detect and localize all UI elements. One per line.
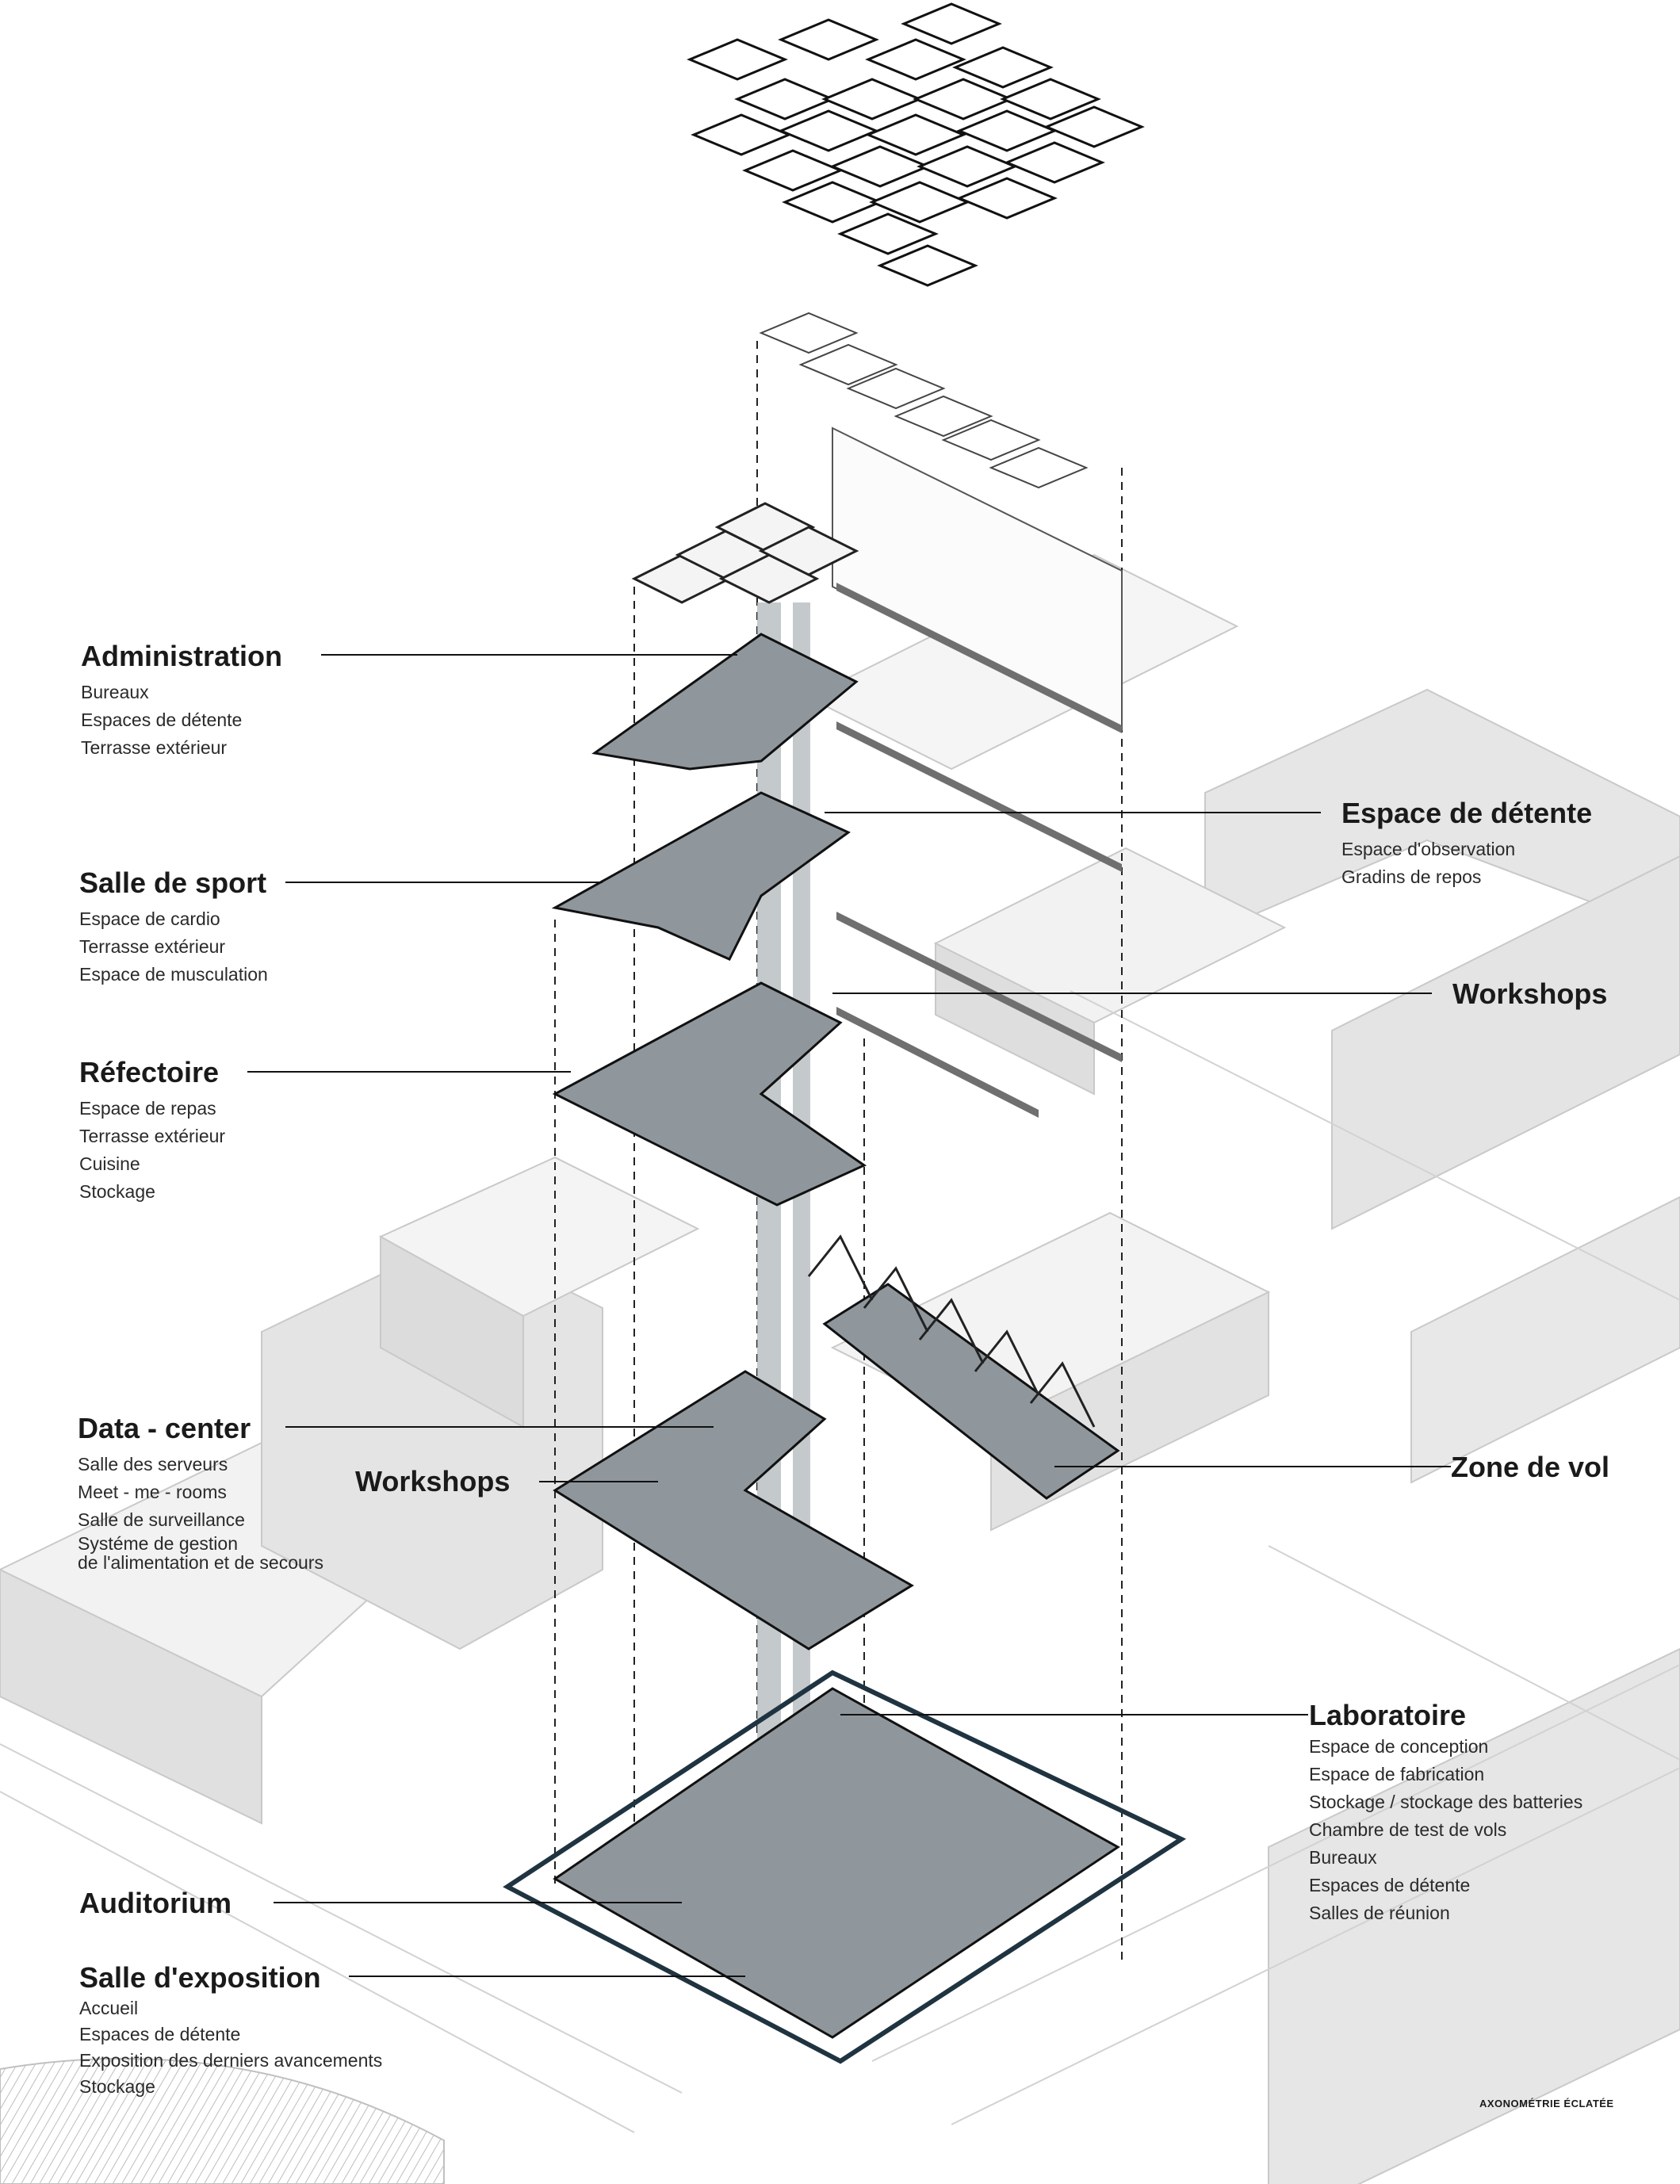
refectoire-title: Réfectoire: [79, 1056, 220, 1088]
detente-title: Espace de détente: [1341, 797, 1593, 829]
floor-sport: [551, 791, 851, 961]
skylight-panels: [631, 502, 859, 604]
sport-item: Espace de cardio: [79, 908, 220, 929]
label-auditorium: Auditorium: [79, 1886, 232, 1921]
refectoire-item: Terrasse extérieur: [79, 1126, 226, 1146]
label-workshops-right: Workshops: [1452, 977, 1607, 1012]
floor-refectoire: [552, 981, 867, 1207]
roof-canopy: [687, 2, 1145, 287]
datacenter-item: Salle de surveillance: [78, 1509, 245, 1530]
detente-item: Espace d'observation: [1341, 839, 1516, 859]
label-salle-de-sport: Salle de sport Espace de cardio Terrasse…: [79, 866, 268, 989]
slab-strips: [836, 583, 1122, 1118]
floor-datacenter: [553, 1370, 914, 1650]
label-salle-exposition: Salle d'exposition Accueil Espaces de dé…: [79, 1960, 382, 2100]
laboratoire-item: Espace de fabrication: [1309, 1764, 1485, 1784]
drawing-caption: AXONOMÉTRIE ÉCLATÉE: [1479, 2098, 1614, 2109]
label-espace-detente: Espace de détente Espace d'observation G…: [1341, 796, 1592, 891]
laboratoire-item: Espace de conception: [1309, 1736, 1489, 1757]
exposition-item: Stockage: [79, 2076, 155, 2097]
label-laboratoire: Laboratoire Espace de conception Espace …: [1309, 1698, 1582, 1927]
datacenter-title: Data - center: [78, 1412, 251, 1444]
refectoire-item: Stockage: [79, 1181, 155, 1202]
exposition-item: Exposition des derniers avancements: [79, 2050, 383, 2071]
sport-item: Terrasse extérieur: [79, 936, 226, 957]
base-slab: [503, 1670, 1187, 2064]
datacenter-item: Salle des serveurs: [78, 1454, 228, 1474]
zone-vol-title: Zone de vol: [1451, 1451, 1610, 1483]
laboratoire-item: Bureaux: [1309, 1847, 1377, 1868]
laboratoire-item: Chambre de test de vols: [1309, 1819, 1507, 1840]
label-refectoire: Réfectoire Espace de repas Terrasse exté…: [79, 1055, 225, 1206]
flight-zone-trusses: [807, 1234, 1096, 1428]
administration-item: Bureaux: [81, 682, 149, 702]
street-lines: [0, 990, 1680, 2133]
laboratoire-title: Laboratoire: [1309, 1699, 1467, 1731]
detente-item: Gradins de repos: [1341, 866, 1482, 887]
refectoire-item: Cuisine: [79, 1153, 140, 1174]
label-data-center: Data - center Salle des serveurs Meet - …: [78, 1411, 323, 1572]
label-workshops-left: Workshops: [355, 1464, 510, 1499]
datacenter-item: Meet - me - rooms: [78, 1482, 227, 1502]
sport-title: Salle de sport: [79, 866, 267, 899]
workshops-left-title: Workshops: [355, 1465, 511, 1497]
administration-title: Administration: [81, 640, 283, 672]
exposition-item: Espaces de détente: [79, 2024, 241, 2044]
workshops-right-title: Workshops: [1452, 977, 1608, 1010]
laboratoire-item: Stockage / stockage des batteries: [1309, 1792, 1583, 1812]
administration-item: Terrasse extérieur: [81, 737, 228, 758]
leader-lines: [247, 654, 1451, 1977]
floor-laboratoire: [553, 1687, 1120, 2039]
exposition-item: Accueil: [79, 1998, 139, 2018]
glazed-roof: [759, 312, 1089, 489]
datacenter-item: de l'alimentation et de secours: [78, 1552, 323, 1573]
laboratoire-item: Espaces de détente: [1309, 1875, 1471, 1895]
label-zone-de-vol: Zone de vol: [1451, 1450, 1609, 1485]
sport-item: Espace de musculation: [79, 964, 268, 985]
auditorium-title: Auditorium: [79, 1887, 232, 1919]
floor-plates: [503, 633, 1187, 2064]
administration-item: Espaces de détente: [81, 710, 243, 730]
laboratoire-item: Salles de réunion: [1309, 1903, 1450, 1923]
exposition-title: Salle d'exposition: [79, 1961, 321, 1994]
label-administration: Administration Bureaux Espaces de détent…: [81, 639, 282, 762]
floor-zone-vol: [822, 1283, 1120, 1500]
stadium-roof: [0, 2057, 445, 2184]
datacenter-item: Systéme de gestion: [78, 1533, 239, 1554]
refectoire-item: Espace de repas: [79, 1098, 216, 1119]
